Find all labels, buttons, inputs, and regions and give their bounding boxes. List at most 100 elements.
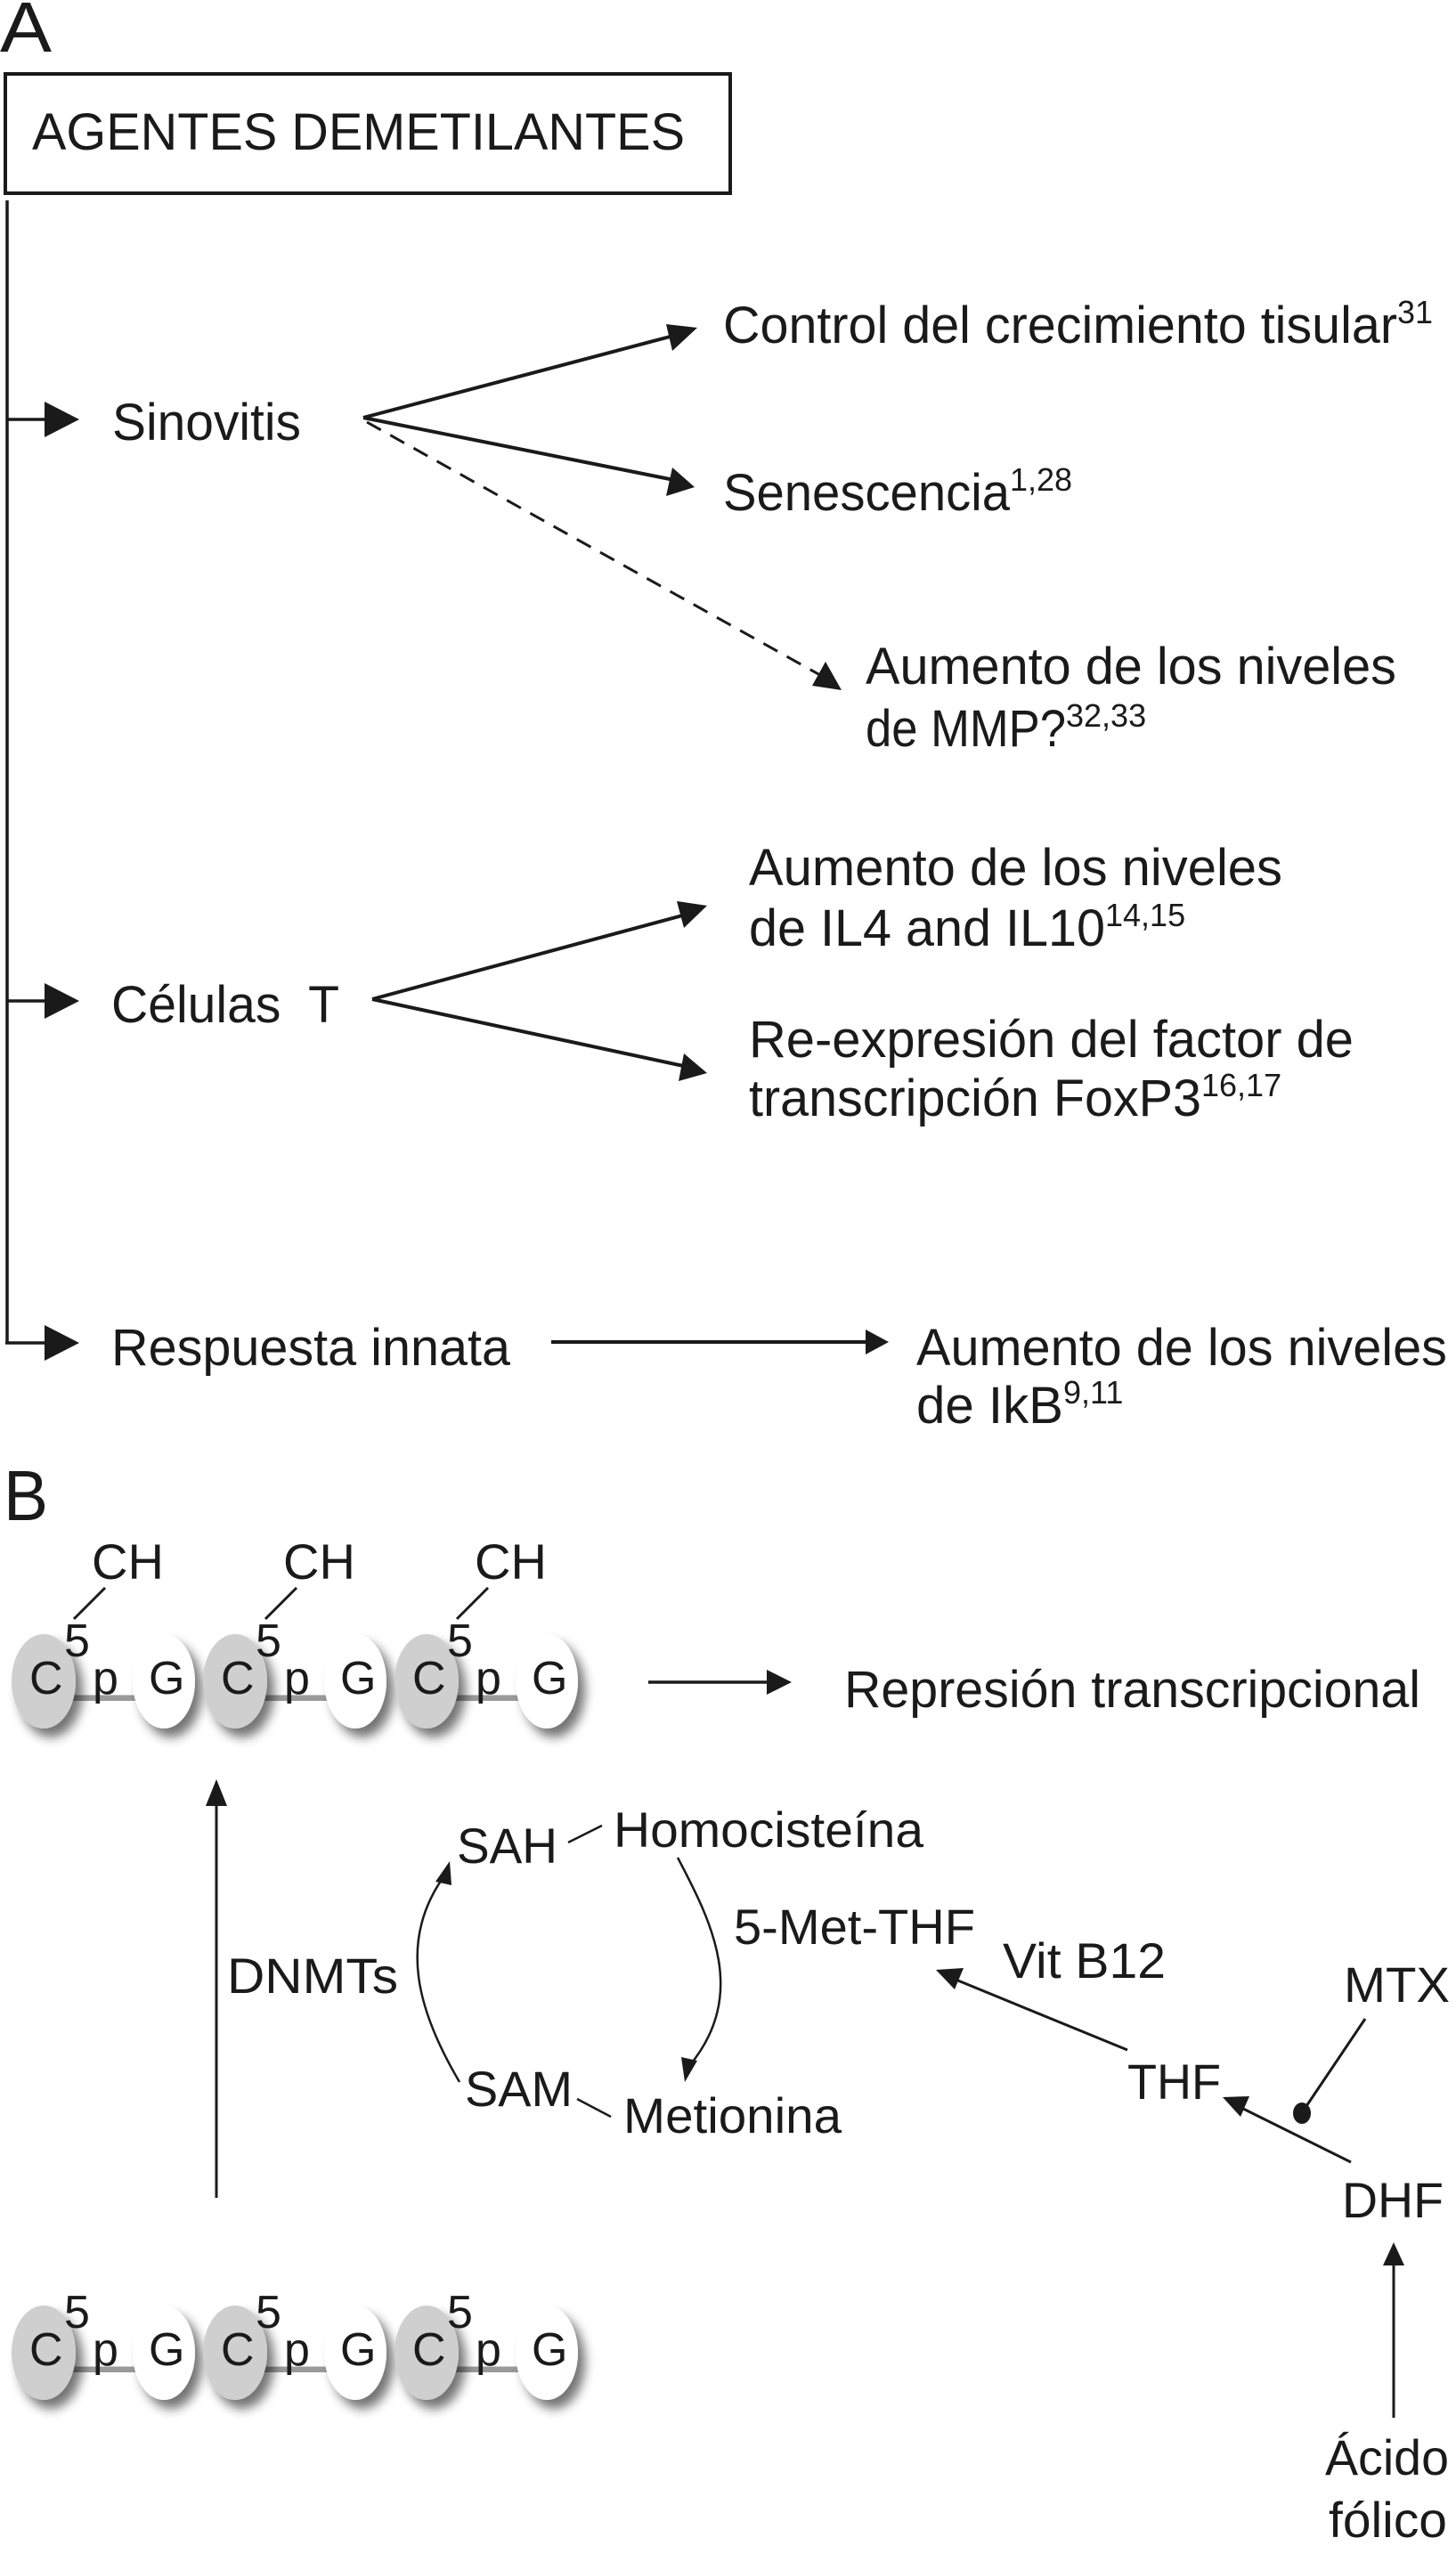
target-foxp3-line2: transcripción FoxP316,17	[749, 1067, 1281, 1127]
thf-to-methyl-thf-line	[948, 1975, 1128, 2052]
cytosine-letter: C	[29, 1653, 63, 1704]
phosphate-letter: p	[93, 2324, 118, 2376]
stub-arrowhead-icon	[45, 402, 79, 437]
target-mmp-line2: de MMP?32,33	[866, 697, 1146, 758]
header-box-title: AGENTES DEMETILANTES	[32, 103, 685, 161]
methyl-group-label: CH	[475, 1533, 547, 1590]
guanine-bead	[516, 2306, 578, 2400]
sam-to-sah-curve	[416, 1874, 461, 2083]
folic-acid-label-line2: fólico	[1329, 2492, 1447, 2548]
target-control: Control del crecimiento tisular31	[723, 294, 1433, 354]
phosphate-letter: p	[284, 1653, 310, 1704]
sah-homocysteine-bond	[567, 1824, 603, 1844]
arrowhead-icon	[677, 901, 707, 928]
arrowhead-icon	[866, 1330, 889, 1354]
arrowhead-icon	[679, 1053, 707, 1081]
cytosine-bead	[395, 2306, 459, 2400]
sam-label: SAM	[465, 2061, 573, 2117]
phosphate-bar-shadow	[454, 2365, 525, 2372]
position-5-label: 5	[256, 2287, 281, 2338]
branch-sinovitis: Sinovitis Control del crecimiento tisula…	[7, 294, 1433, 758]
guanine-letter: G	[149, 2324, 184, 2376]
arrowhead-icon	[767, 1670, 792, 1695]
sah-label: SAH	[457, 1818, 557, 1874]
cytosine-bead	[12, 2306, 76, 2400]
homocysteine-to-methionine-curve	[676, 1857, 722, 2067]
cytosine-letter: C	[221, 2324, 255, 2376]
panel-a: A AGENTES DEMETILANTES Sinovitis Control…	[0, 0, 1447, 1435]
methyl-group-label: CH	[92, 1533, 164, 1590]
guanine-bead	[133, 1634, 195, 1728]
guanine-bead	[324, 1634, 386, 1728]
position-5-label: 5	[64, 1615, 90, 1667]
arrowhead-icon	[1223, 2096, 1249, 2117]
position-5-label: 5	[447, 2287, 473, 2338]
target-senescencia: Senescencia1,28	[723, 461, 1072, 522]
branch-label: Células T	[111, 976, 339, 1034]
position-5-label: 5	[256, 1615, 281, 1667]
cytosine-bead	[12, 1634, 76, 1728]
cytosine-bead	[395, 1634, 459, 1728]
header-box	[4, 72, 732, 195]
branch-label: Respuesta innata	[111, 1319, 511, 1377]
target-foxp3-line1: Re-expresión del factor de	[749, 1011, 1354, 1069]
cytosine-letter: C	[412, 1653, 446, 1704]
cytosine-bead	[203, 1634, 267, 1728]
phosphate-bar-shadow	[263, 1694, 334, 1701]
cytosine-letter: C	[412, 2324, 446, 2376]
phosphate-letter: p	[284, 2324, 310, 2376]
panel-a-label: A	[0, 0, 53, 67]
position-5-label: 5	[64, 2287, 90, 2338]
arrowhead-icon	[936, 1968, 964, 1989]
guanine-bead	[133, 2306, 195, 2400]
branch-label: Sinovitis	[112, 394, 301, 451]
edge-senescencia	[362, 416, 675, 482]
guanine-letter: G	[532, 1653, 567, 1704]
guanine-letter: G	[149, 1653, 184, 1704]
target-il4-line1: Aumento de los niveles	[749, 839, 1282, 897]
inhibition-dot-icon	[1293, 2103, 1311, 2124]
methyl-thf-label: 5-Met-THF	[734, 1899, 975, 1955]
arrowhead-icon	[666, 324, 697, 351]
guanine-bead	[516, 1634, 578, 1728]
homocysteine-label: Homocisteína	[614, 1802, 924, 1858]
repression-label: Represión transcripcional	[844, 1661, 1420, 1719]
guanine-letter: G	[532, 2324, 567, 2376]
target-mmp-line1: Aumento de los niveles	[866, 638, 1396, 695]
arrowhead-icon	[681, 2057, 697, 2082]
thf-label: THF	[1127, 2054, 1221, 2110]
methionine-cycle: SAH Homocisteína DNMTs 5-Met-THF SAM Met…	[227, 1802, 975, 2143]
guanine-letter: G	[340, 1653, 376, 1704]
stub-arrowhead-icon	[45, 1325, 79, 1361]
guanine-letter: G	[340, 2324, 376, 2376]
phosphate-bar-shadow	[454, 1694, 525, 1701]
stub-arrowhead-icon	[45, 983, 79, 1019]
edge-control	[362, 333, 678, 419]
arrowhead-icon	[206, 1779, 227, 1806]
position-5-label: 5	[447, 1615, 473, 1667]
branch-respuesta-innata: Respuesta innata Aumento de los niveles …	[5, 1319, 1447, 1435]
edge-mmp-dashed	[366, 420, 827, 680]
target-il4-line2: de IL4 and IL1014,15	[749, 897, 1185, 957]
mtx-inhibition-line	[1303, 2018, 1367, 2110]
methyl-bond	[455, 1586, 490, 1621]
arrowhead-icon	[1383, 2242, 1404, 2265]
folate-pathway: Vit B12 MTX THF DHF Ácido fólico	[936, 1932, 1450, 2548]
mtx-label: MTX	[1344, 1956, 1450, 2013]
dhf-to-thf-line	[1235, 2103, 1352, 2164]
arrowhead-icon	[435, 1861, 451, 1885]
methyl-bond	[72, 1586, 107, 1621]
branch-celulas-t: Células T Aumento de los niveles de IL4 …	[7, 839, 1354, 1127]
dhf-label: DHF	[1342, 2172, 1444, 2228]
methionine-label: Metionina	[623, 2087, 842, 2143]
cytosine-letter: C	[221, 1653, 255, 1704]
cytosine-bead	[203, 2306, 267, 2400]
